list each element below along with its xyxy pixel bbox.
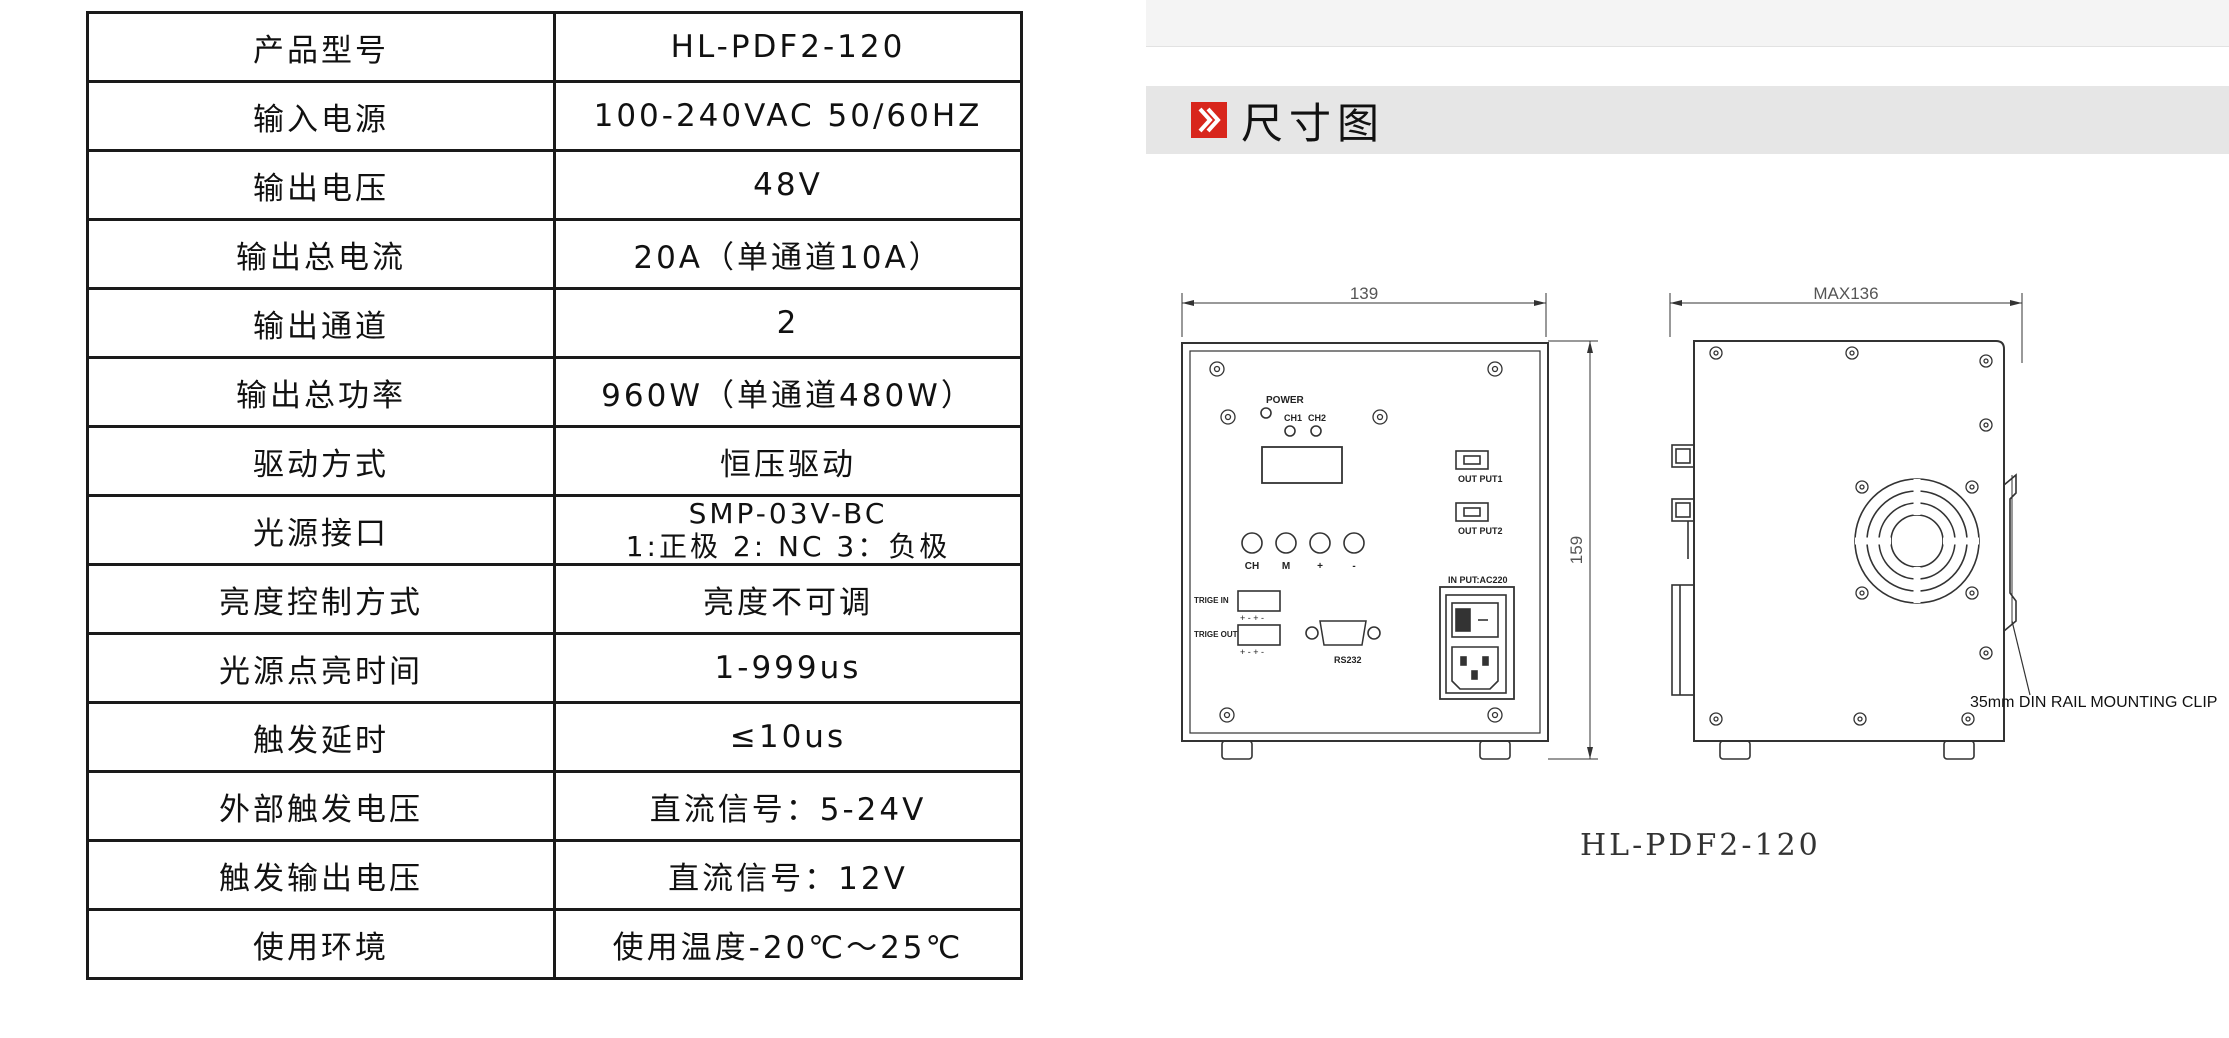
btn-m-label: M bbox=[1282, 561, 1290, 572]
trig-out-marks: + - + - bbox=[1240, 647, 1264, 657]
spec-row: 使用环境使用温度-20℃～25℃ bbox=[86, 908, 1023, 980]
spec-value: ≤10us bbox=[553, 701, 1023, 773]
dim-width-side: MAX136 bbox=[1813, 284, 1878, 303]
spec-label: 触发输出电压 bbox=[86, 839, 556, 911]
spec-label: 外部触发电压 bbox=[86, 770, 556, 842]
spec-label: 使用环境 bbox=[86, 908, 556, 980]
fan-grille-icon bbox=[1854, 478, 1980, 604]
spec-value: 亮度不可调 bbox=[553, 563, 1023, 635]
spec-label: 输出总电流 bbox=[86, 218, 556, 290]
double-chevron-right-icon bbox=[1191, 102, 1227, 138]
section-title: 尺寸图 bbox=[1241, 98, 1386, 148]
spec-label: 产品型号 bbox=[86, 11, 556, 83]
spec-label: 光源点亮时间 bbox=[86, 632, 556, 704]
spec-row: 触发延时≤10us bbox=[86, 701, 1023, 773]
spec-label: 触发延时 bbox=[86, 701, 556, 773]
spec-value: 20A（单通道10A） bbox=[553, 218, 1023, 290]
spec-label: 输出总功率 bbox=[86, 356, 556, 428]
front-view: 139 159 POWER CH1 CH2 bbox=[1181, 284, 1598, 760]
ch1-label: CH1 bbox=[1284, 413, 1302, 423]
power-label: POWER bbox=[1266, 395, 1305, 406]
section-header: 尺寸图 bbox=[1146, 86, 2229, 154]
spec-label: 驱动方式 bbox=[86, 425, 556, 497]
spec-value: 直流信号：12V bbox=[553, 839, 1023, 911]
spec-label: 光源接口 bbox=[86, 494, 556, 566]
out2-label: OUT PUT2 bbox=[1458, 526, 1503, 536]
btn-plus-label: + bbox=[1317, 561, 1323, 572]
dim-width-front: 139 bbox=[1350, 284, 1378, 303]
ch2-label: CH2 bbox=[1308, 413, 1326, 423]
spec-value: 48V bbox=[553, 149, 1023, 221]
spec-row: 触发输出电压直流信号：12V bbox=[86, 839, 1023, 911]
trig-in-label: TRIGE IN bbox=[1194, 596, 1229, 605]
spec-value-line: SMP-03V-BC bbox=[688, 497, 888, 530]
top-band bbox=[1146, 0, 2229, 47]
trig-in-marks: + - + - bbox=[1240, 613, 1264, 623]
spec-value: 1-999us bbox=[553, 632, 1023, 704]
btn-ch-label: CH bbox=[1245, 561, 1259, 572]
spec-label: 输出通道 bbox=[86, 287, 556, 359]
spec-value: 100-240VAC 50/60HZ bbox=[553, 80, 1023, 152]
spec-value-line: 1:正极 2: NC 3：负极 bbox=[625, 530, 951, 563]
rs232-label: RS232 bbox=[1334, 655, 1362, 665]
input-label: IN PUT:AC220 bbox=[1448, 575, 1508, 585]
spec-row: 外部触发电压直流信号：5-24V bbox=[86, 770, 1023, 842]
spec-label: 输出电压 bbox=[86, 149, 556, 221]
dim-height: 159 bbox=[1567, 536, 1586, 564]
spec-value: 直流信号：5-24V bbox=[553, 770, 1023, 842]
btn-minus-label: - bbox=[1352, 561, 1355, 572]
dimension-drawing: 139 159 POWER CH1 CH2 bbox=[1181, 284, 2217, 760]
spec-value: HL-PDF2-120 bbox=[553, 11, 1023, 83]
spec-label: 亮度控制方式 bbox=[86, 563, 556, 635]
trig-out-label: TRIGE OUT bbox=[1194, 630, 1238, 639]
drawing-caption: HL-PDF2-120 bbox=[1580, 828, 1821, 863]
spec-value: 2 bbox=[553, 287, 1023, 359]
spec-value: 960W（单通道480W） bbox=[553, 356, 1023, 428]
side-view: MAX136 bbox=[1669, 284, 2217, 760]
spec-label: 输入电源 bbox=[86, 80, 556, 152]
spec-row: 驱动方式恒压驱动 bbox=[86, 425, 1023, 497]
out1-label: OUT PUT1 bbox=[1458, 474, 1503, 484]
spec-row: 亮度控制方式亮度不可调 bbox=[86, 563, 1023, 635]
spec-value: 使用温度-20℃～25℃ bbox=[553, 908, 1023, 980]
spec-value: 恒压驱动 bbox=[553, 425, 1023, 497]
clip-label: 35mm DIN RAIL MOUNTING CLIP bbox=[1970, 694, 2217, 711]
